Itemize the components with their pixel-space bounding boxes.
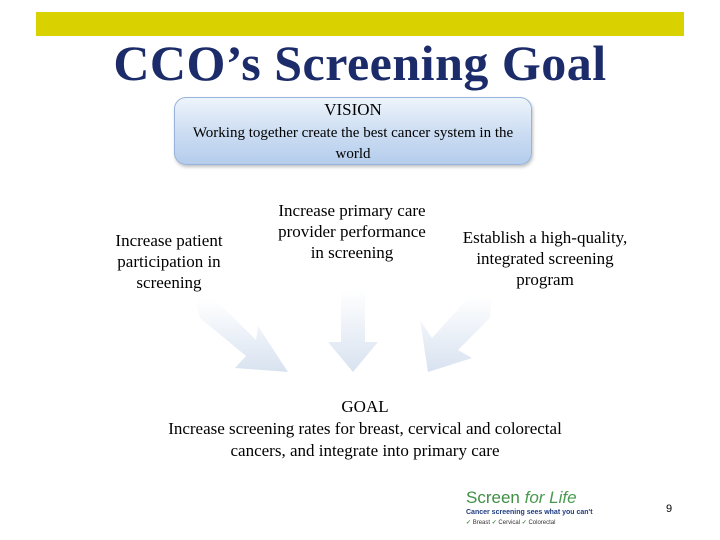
- top-accent-bar: [36, 12, 684, 36]
- logo-tagline: Cancer screening sees what you can't: [466, 509, 593, 516]
- page-number: 9: [666, 503, 673, 515]
- screen-for-life-logo: Screen for Life Cancer screening sees wh…: [466, 488, 596, 534]
- logo-item-colorectal: Colorectal: [528, 520, 556, 526]
- strategy-provider-performance: Increase primary care provider performan…: [278, 201, 426, 262]
- strategy-integrated-program: Establish a high-quality, integrated scr…: [462, 228, 628, 289]
- logo-item-breast: Breast: [472, 520, 491, 526]
- slide-title: CCO’s Screening Goal: [113, 35, 607, 91]
- goal-text: Increase screening rates for breast, cer…: [168, 419, 562, 460]
- logo-item-cervical: Cervical: [498, 520, 521, 526]
- logo-wordmark: Screen for Life: [466, 488, 596, 508]
- strategy-patient-participation: Increase patient participation in screen…: [115, 231, 223, 292]
- arrow-center: [328, 290, 378, 372]
- logo-brand-a: Screen: [466, 488, 520, 507]
- vision-text: Working together create the best cancer …: [192, 125, 514, 162]
- check-icon: ✓: [491, 520, 497, 526]
- check-icon: ✓: [466, 520, 472, 526]
- arrow-left: [195, 300, 288, 372]
- goal-heading: GOAL: [341, 397, 389, 416]
- arrow-right: [420, 296, 492, 372]
- goal-box: GOAL Increase screening rates for breast…: [150, 396, 580, 462]
- vision-box: VISION Working together create the best …: [174, 97, 532, 165]
- check-icon: ✓: [521, 520, 527, 526]
- logo-brand-b: for Life: [524, 488, 577, 507]
- vision-heading: VISION: [324, 100, 382, 119]
- logo-items: ✓ Breast ✓ Cervical ✓ Colorectal: [466, 519, 596, 526]
